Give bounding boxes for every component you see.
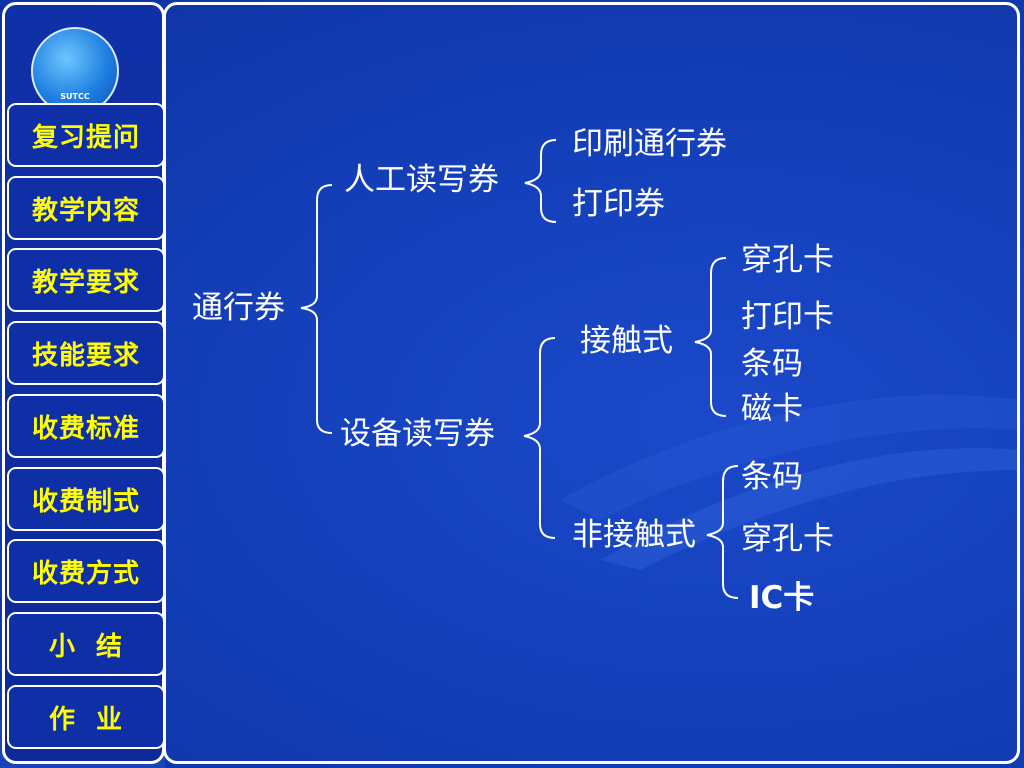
node-contact-child: 穿孔卡 <box>741 242 834 278</box>
manual-bracket <box>524 139 557 223</box>
nav-toll-methods[interactable]: 收费方式 <box>7 539 165 603</box>
node-contactless-child: IC卡 <box>749 580 815 616</box>
nav-teaching-requirements[interactable]: 教学要求 <box>7 248 165 312</box>
nav-toll-standards[interactable]: 收费标准 <box>7 394 165 458</box>
node-root: 通行券 <box>192 290 285 326</box>
node-contactless: 非接触式 <box>572 517 696 553</box>
sidebar: SUTCC 复习提问 教学内容 教学要求 技能要求 收费标准 收费制式 收费方式… <box>2 2 165 764</box>
nav-skill-requirements[interactable]: 技能要求 <box>7 321 165 385</box>
root-bracket <box>300 184 333 434</box>
nav-homework[interactable]: 作 业 <box>7 685 165 749</box>
node-contactless-child: 条码 <box>741 459 803 495</box>
contact-bracket <box>694 257 727 417</box>
nav-review-questions[interactable]: 复习提问 <box>7 103 165 167</box>
node-manual: 人工读写券 <box>344 162 499 198</box>
node-device: 设备读写券 <box>340 416 495 452</box>
node-contact-child: 打印卡 <box>741 299 834 335</box>
device-bracket <box>523 337 556 539</box>
logo-text: SUTCC <box>60 92 90 101</box>
nav-summary[interactable]: 小 结 <box>7 612 165 676</box>
school-logo: SUTCC <box>31 27 119 115</box>
nav-toll-systems[interactable]: 收费制式 <box>7 467 165 531</box>
contactless-bracket <box>706 465 739 599</box>
node-contact-child: 磁卡 <box>741 391 803 427</box>
node-contact: 接触式 <box>580 323 673 359</box>
node-manual-child: 打印券 <box>572 186 665 222</box>
node-contactless-child: 穿孔卡 <box>741 521 834 557</box>
node-contact-child: 条码 <box>741 346 803 382</box>
node-manual-child: 印刷通行券 <box>572 126 727 162</box>
nav-teaching-content[interactable]: 教学内容 <box>7 176 165 240</box>
